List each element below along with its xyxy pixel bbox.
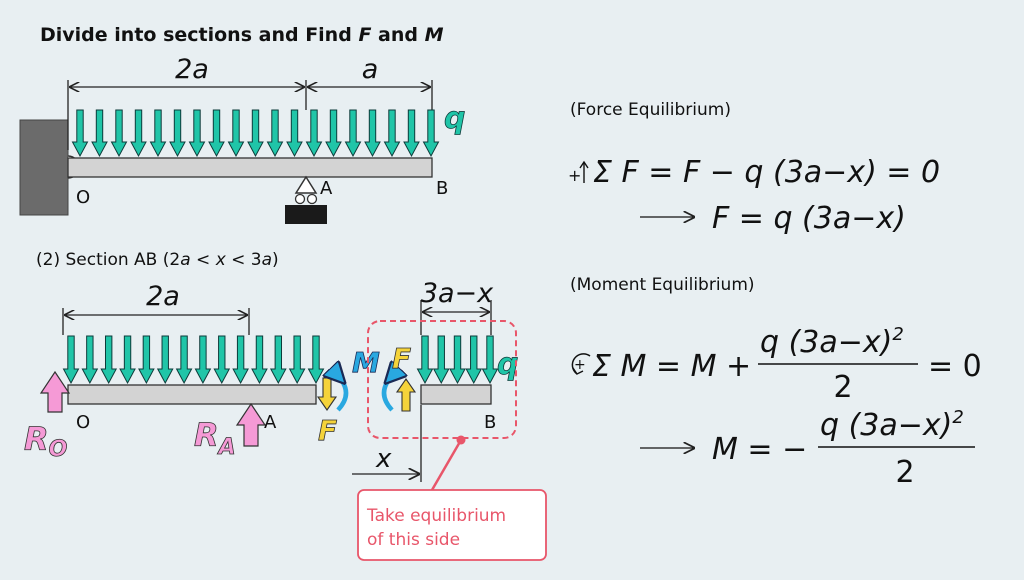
load-arrow [100,335,118,385]
load-arrow [188,109,206,158]
load-arrow [71,109,89,158]
load-arrow [213,335,231,385]
load-arrow [119,335,136,385]
load-arrow [481,335,499,385]
load-arrow [269,335,287,385]
section-diagram: 2a 3a−x q RO RA O A B F M F x [24,278,547,561]
load-arrow [208,109,225,158]
load-arrow [422,109,440,158]
label-O-top: O [76,187,90,208]
page-title: Divide into sections and Find F and M [40,24,444,46]
moment-equation-1-numerator: q (3a−x)2 [760,324,904,360]
moment-arrow-left [338,376,349,412]
moment-equation-1-left: Σ M = M + [592,349,751,384]
load-arrow [383,109,401,158]
force-equation-2: F = q (3a−x) [712,201,906,236]
label-A-top: A [320,178,333,199]
equilibrium-selection-box [367,320,517,439]
callout-pointer [430,439,463,491]
fixed-wall [20,120,68,215]
load-arrow [251,335,268,385]
moment-label-M: M [352,346,380,379]
top-beam-diagram: 2a a q O A B [19,54,466,224]
shear-arrow-right [395,378,417,412]
load-arrow [91,109,108,158]
shear-arrow-left [316,377,338,411]
dim-label-2a-section: 2a [146,281,180,312]
label-A-section: A [264,412,277,433]
load-arrow [307,335,325,385]
load-arrow [227,109,245,158]
load-arrow [305,109,323,158]
load-label-q-section: q [497,347,518,382]
force-heading: (Force Equilibrium) [570,100,731,120]
moment-heading: (Moment Equilibrium) [570,275,755,295]
load-arrow [156,335,174,385]
moment-equation-2-numerator: q (3a−x)2 [820,407,964,443]
dim-label-x: x [375,444,392,474]
section-beam-left [67,384,317,405]
load-arrow [288,335,306,385]
load-arrow [194,335,212,385]
shear-label-right: F [392,342,411,375]
callout-text-line2: of this side [367,530,460,550]
svg-text:+: + [574,357,586,373]
section-heading: (2) Section AB (2a < x < 3a) [36,250,279,270]
section-distributed-load-left [62,335,325,385]
reaction-label-RO: RO [24,420,67,462]
moment-equation-2-denominator: 2 [895,455,914,490]
ccw-positive-sign: + [571,353,591,375]
dim-label-3a-x: 3a−x [421,278,494,309]
callout-box [357,489,547,561]
svg-text:+: + [568,166,581,185]
dim-label-a-top: a [362,54,379,85]
label-O-section: O [76,412,90,433]
dim-label-2a-top: 2a [175,54,209,85]
load-arrow [130,109,147,158]
load-arrow [232,335,249,385]
force-equation-1: Σ F = F − q (3a−x) = 0 [593,155,940,190]
moment-arrow-right [381,376,392,412]
label-B-section: B [484,412,496,433]
load-arrow [344,109,362,158]
load-arrow [286,109,303,158]
load-arrow [465,335,483,385]
load-arrow [138,335,155,385]
callout-text-line1: Take equilibrium [366,506,506,526]
moment-equation-1-denominator: 2 [833,370,852,405]
reaction-label-RA: RA [194,416,236,460]
load-arrow [149,109,167,158]
load-arrow [449,335,466,385]
load-arrow [325,109,342,158]
load-arrow [266,109,284,158]
top-distributed-load [71,109,440,158]
load-label-q-top: q [444,101,465,136]
load-arrow [175,335,193,385]
shear-label-left: F [318,414,337,447]
label-B-top: B [436,178,448,199]
load-arrow [416,335,434,385]
moment-equation-2-left: M = − [712,432,807,467]
top-beam [67,157,433,178]
load-arrow [62,335,80,385]
load-arrow [403,109,420,158]
section-distributed-load-right [416,335,499,385]
load-arrow [364,109,381,158]
roller-support-A [285,175,327,224]
load-arrow [247,109,264,158]
moment-equation-1-right: = 0 [928,349,982,384]
equations-panel: (Force Equilibrium) + Σ F = F − q (3a−x)… [568,100,982,490]
upward-positive-sign: + [568,160,589,185]
load-arrow [169,109,186,158]
load-arrow [110,109,128,158]
reaction-arrow-RO [39,370,71,413]
load-arrow [432,335,450,385]
load-arrow [81,335,99,385]
reaction-arrow-RA [235,402,267,447]
section-beam-right [420,384,492,405]
